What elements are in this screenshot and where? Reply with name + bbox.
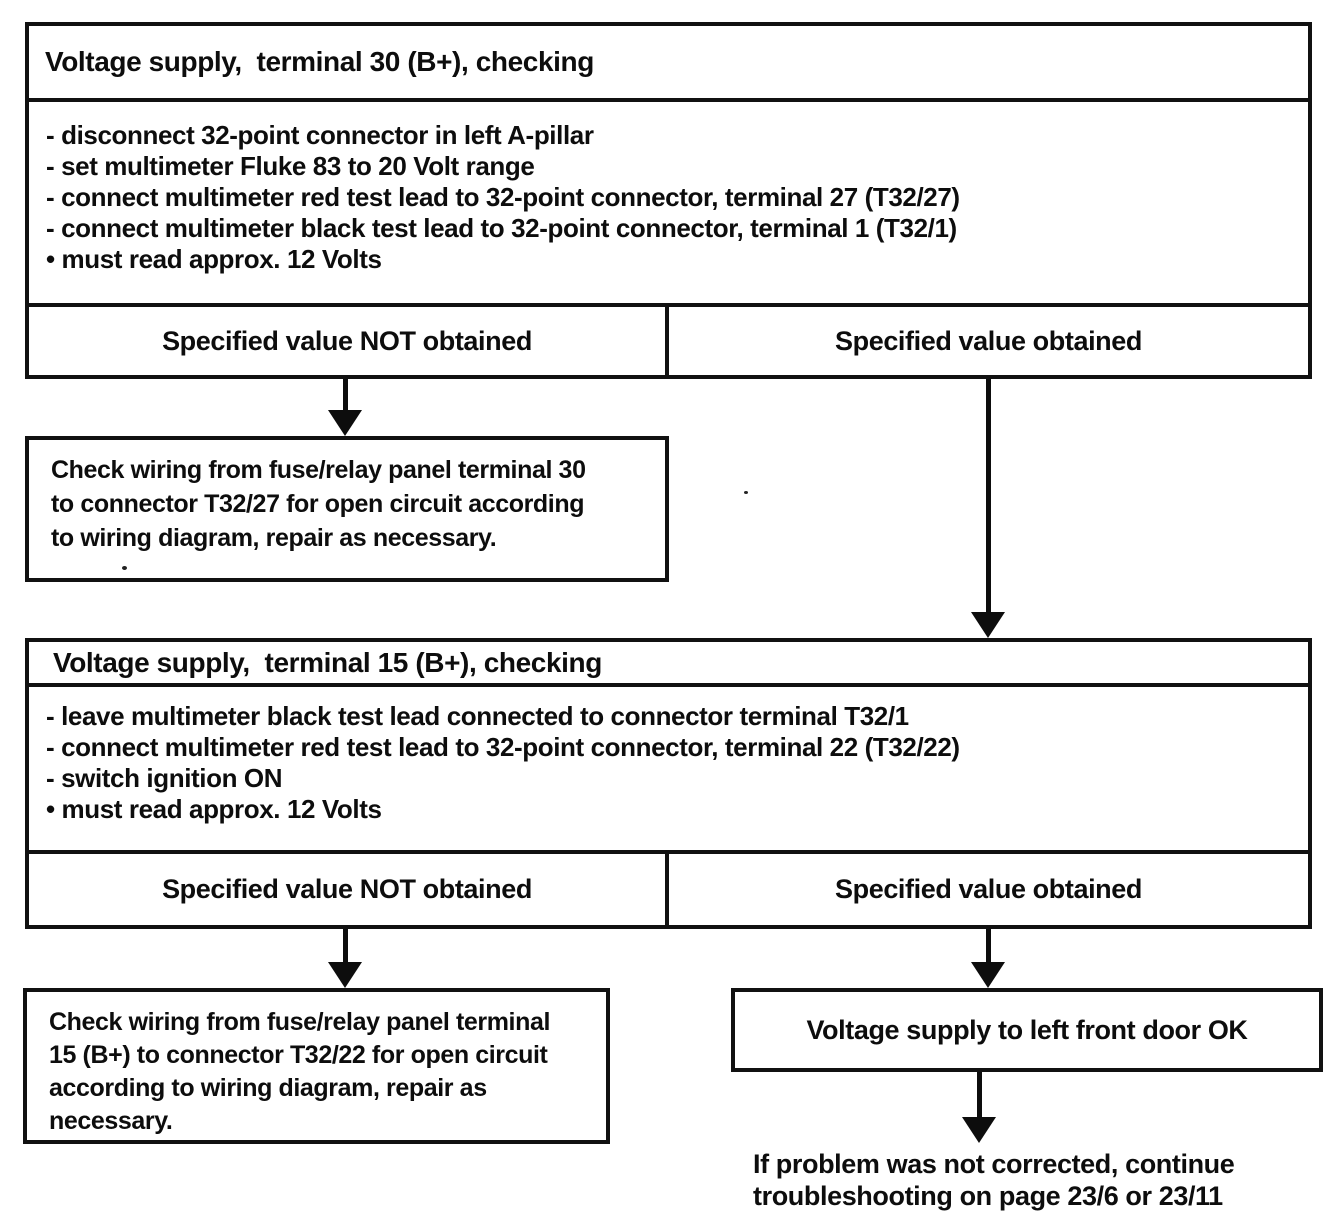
check-terminal-15-steps: - leave multimeter black test lead conne… [29,683,1308,850]
branch-value-obtained-1: Specified value obtained [835,325,1142,356]
branch-value-not-obtained-1: Specified value NOT obtained [29,307,669,375]
action-line: to wiring diagram, repair as necessary. [51,524,497,552]
check-terminal-15-panel: Voltage supply, terminal 15 (B+), checki… [25,638,1312,929]
footnote-line: If problem was not corrected, continue [753,1149,1235,1179]
step-item: - switch ignition ON [46,763,283,793]
arrow-down-icon [328,929,362,988]
action-line: according to wiring diagram, repair as [49,1074,487,1102]
check-terminal-15-title: Voltage supply, terminal 15 (B+), checki… [53,646,602,678]
check-terminal-30-title: Voltage supply, terminal 30 (B+), checki… [45,46,594,77]
arrow-head [971,962,1005,988]
arrow-shaft [985,929,991,962]
action-check-wiring-terminal-30: Check wiring from fuse/relay panel termi… [25,436,669,582]
action-line: 15 (B+) to connector T32/22 for open cir… [49,1041,548,1069]
arrow-shaft [976,1072,982,1117]
step-item: - set multimeter Fluke 83 to 20 Volt ran… [46,151,535,181]
action-line: necessary. [49,1107,173,1135]
step-item: - disconnect 32-point connector in left … [46,120,594,150]
action-line: Check wiring from fuse/relay panel termi… [49,1008,551,1036]
check-terminal-15-branches: Specified value NOT obtained Specified v… [29,850,1308,925]
step-item: - connect multimeter red test lead to 32… [46,732,960,762]
step-item: • must read approx. 12 Volts [46,244,382,274]
arrow-shaft [342,379,348,410]
action-line: Check wiring from fuse/relay panel termi… [51,456,586,484]
action-check-wiring-terminal-15: Check wiring from fuse/relay panel termi… [23,988,610,1144]
step-item: • must read approx. 12 Volts [46,794,382,824]
footnote-line: troubleshooting on page 23/6 or 23/11 [753,1181,1223,1211]
step-item: - leave multimeter black test lead conne… [46,701,909,731]
action-line: to connector T32/27 for open circuit acc… [51,490,585,518]
check-terminal-30-panel: Voltage supply, terminal 30 (B+), checki… [25,22,1312,379]
scan-artifact-dot [122,566,127,570]
arrow-down-icon [971,929,1005,988]
arrow-head [328,962,362,988]
arrow-head [962,1117,996,1143]
arrow-shaft [985,379,991,612]
arrow-head [328,410,362,436]
result-voltage-supply-ok: Voltage supply to left front door OK [731,988,1323,1072]
arrow-down-icon [962,1072,996,1143]
step-item: - connect multimeter black test lead to … [46,213,957,243]
step-item: - connect multimeter red test lead to 32… [46,182,960,212]
arrow-down-icon [328,379,362,436]
check-terminal-30-branches: Specified value NOT obtained Specified v… [29,303,1308,375]
branch-value-not-obtained-2: Specified value NOT obtained [29,854,669,925]
branch-value-obtained-2: Specified value obtained [835,874,1142,904]
arrow-down-icon [971,379,1005,638]
arrow-head [971,612,1005,638]
scan-artifact-dot [744,491,748,494]
check-terminal-30-steps: - disconnect 32-point connector in left … [29,98,1308,303]
arrow-shaft [342,929,348,962]
footnote-continue-troubleshooting: If problem was not corrected, continue t… [753,1148,1235,1212]
